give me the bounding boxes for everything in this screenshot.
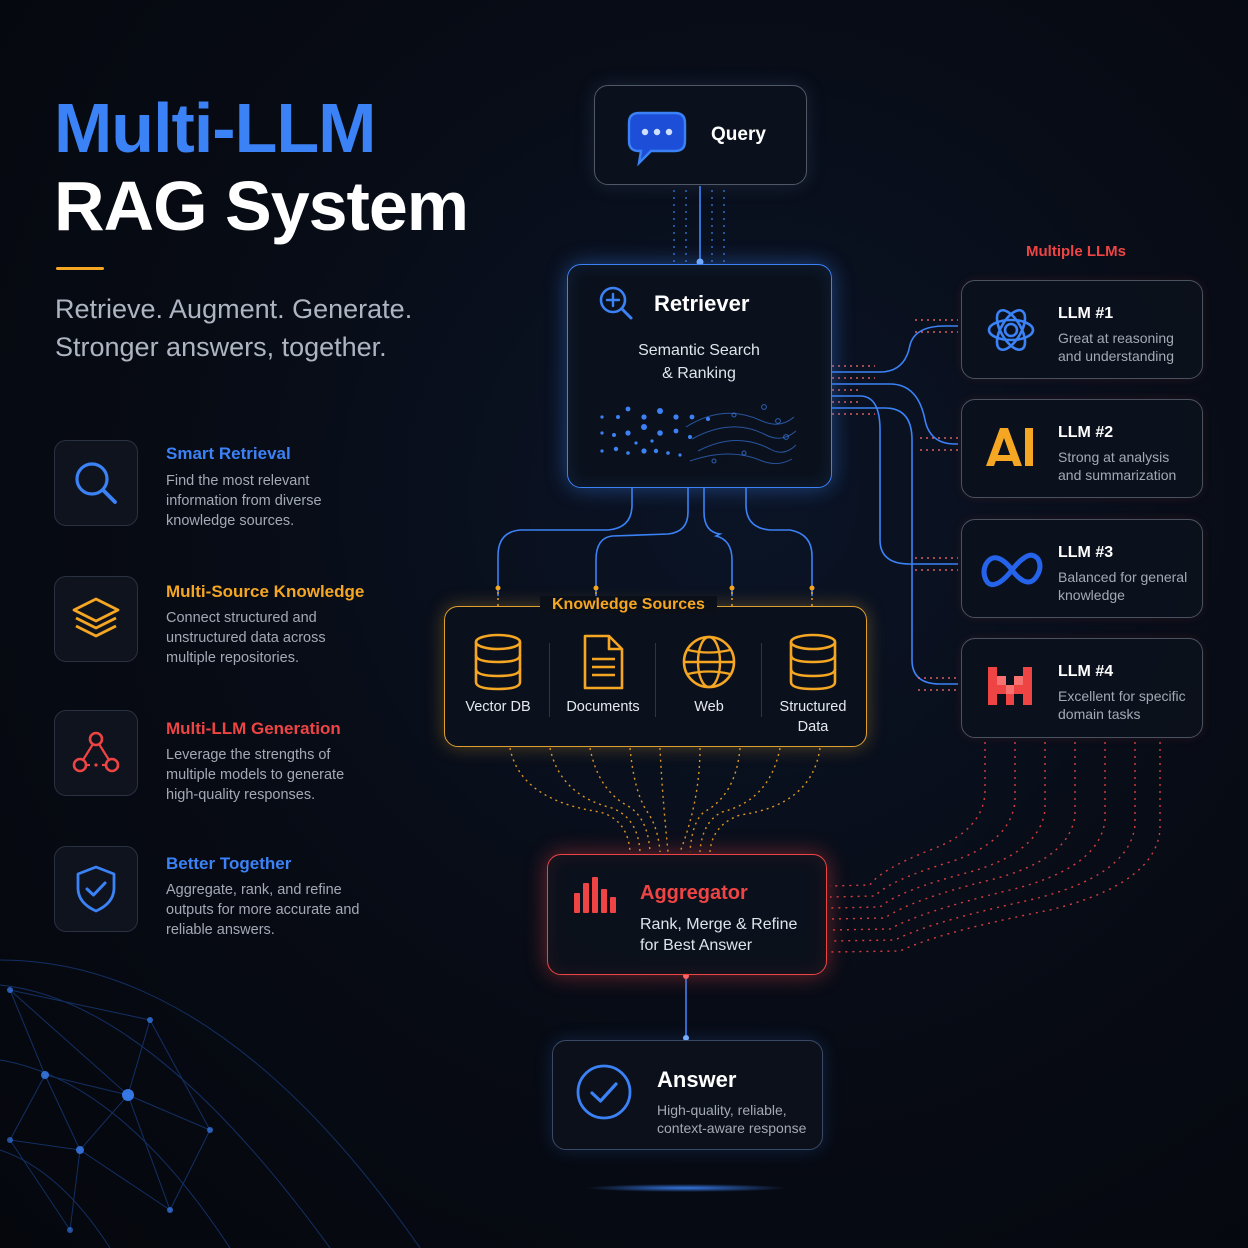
feature-better-together-tile bbox=[54, 846, 138, 932]
retriever-subtitle-1: Semantic Search bbox=[638, 342, 760, 359]
globe-nodes-decoration bbox=[7, 987, 213, 1233]
source-divider bbox=[655, 643, 656, 717]
check-circle-icon bbox=[576, 1064, 632, 1120]
feature-smart-retrieval-tile bbox=[54, 440, 138, 526]
feature-multi-llm-tile bbox=[54, 710, 138, 796]
aggregator-node: Aggregator Rank, Merge & Refine for Best… bbox=[547, 854, 827, 975]
retriever-to-llms-connector bbox=[832, 325, 958, 685]
tagline-line-2: Stronger answers, together. bbox=[55, 332, 387, 362]
title-line-1: Multi-LLM bbox=[54, 89, 376, 167]
database-icon bbox=[789, 633, 837, 691]
retriever-to-knowledge-connector bbox=[497, 488, 813, 596]
llm-3-name: LLM #3 bbox=[1058, 544, 1114, 561]
feature-multi-source-tile bbox=[54, 576, 138, 662]
answer-subtitle-2: context-aware response bbox=[657, 1120, 807, 1136]
semantic-points-decoration bbox=[600, 404, 797, 465]
answer-title: Answer bbox=[657, 1067, 737, 1092]
title-line-2: RAG System bbox=[54, 167, 469, 245]
llm-1-desc-2: and understanding bbox=[1058, 348, 1174, 364]
feature-better-together-desc: Aggregate, rank, and refine outputs for … bbox=[166, 882, 360, 938]
llm-card-3: LLM #3 Balanced for general knowledge bbox=[961, 519, 1203, 618]
document-icon bbox=[583, 634, 624, 690]
source-vector-db-label: Vector DB bbox=[465, 699, 531, 715]
globe-icon bbox=[682, 635, 736, 689]
meta-infinity-icon bbox=[981, 552, 1043, 588]
anthropic-ai-icon bbox=[986, 428, 1033, 466]
query-to-retriever-connector bbox=[673, 186, 725, 262]
retriever-subtitle-2: & Ranking bbox=[662, 365, 736, 382]
query-node: Query bbox=[594, 85, 807, 185]
llm-2-desc-1: Strong at analysis bbox=[1058, 449, 1170, 465]
feature-smart-retrieval-desc: Find the most relevant information from … bbox=[166, 473, 322, 529]
feature-better-together-title: Better Together bbox=[166, 854, 292, 873]
feature-multi-source-title: Multi-Source Knowledge bbox=[166, 582, 365, 601]
chat-bubble-icon bbox=[627, 111, 687, 167]
knowledge-sources-panel: Knowledge Sources Vector DB Documents bbox=[444, 596, 867, 747]
llm-1-name: LLM #1 bbox=[1058, 305, 1114, 322]
answer-glow-decoration bbox=[586, 1184, 786, 1192]
search-plus-icon bbox=[599, 286, 633, 320]
knowledge-sources-title: Knowledge Sources bbox=[540, 596, 717, 614]
source-structured-data-label-1: Structured bbox=[779, 699, 847, 715]
llm-2-desc-2: and summarization bbox=[1058, 467, 1177, 483]
aggregator-subtitle-2: for Best Answer bbox=[640, 937, 753, 954]
magnifier-icon bbox=[75, 462, 117, 504]
llm-3-desc-2: knowledge bbox=[1058, 587, 1125, 603]
llm-3-desc-1: Balanced for general bbox=[1058, 569, 1188, 585]
llms-heading: Multiple LLMs bbox=[1026, 243, 1126, 260]
llm-4-name: LLM #4 bbox=[1058, 663, 1114, 680]
knowledge-to-aggregator-connector bbox=[509, 747, 821, 853]
retriever-title: Retriever bbox=[654, 291, 750, 316]
source-divider bbox=[761, 643, 762, 717]
llm-4-desc-2: domain tasks bbox=[1058, 706, 1141, 722]
answer-subtitle-1: High-quality, reliable, bbox=[657, 1102, 787, 1118]
source-documents-label: Documents bbox=[566, 699, 640, 715]
llm-card-1: LLM #1 Great at reasoning and understand… bbox=[961, 280, 1203, 379]
llms-to-aggregator-connector bbox=[829, 742, 1161, 953]
globe-network-decoration bbox=[0, 959, 421, 1248]
llm-2-name: LLM #2 bbox=[1058, 424, 1114, 441]
openai-knot-icon bbox=[987, 309, 1035, 351]
llm-card-4: LLM #4 Excellent for specific domain tas… bbox=[961, 638, 1203, 738]
retriever-node: Retriever Semantic Search & Ranking bbox=[567, 264, 832, 488]
feature-multi-llm-title: Multi-LLM Generation bbox=[166, 719, 341, 738]
title-underline bbox=[56, 267, 104, 270]
tagline-line-1: Retrieve. Augment. Generate. bbox=[55, 294, 413, 324]
query-label: Query bbox=[711, 124, 766, 145]
llm-1-desc-1: Great at reasoning bbox=[1058, 330, 1174, 346]
mistral-m-icon bbox=[988, 667, 1032, 705]
feature-multi-source-desc: Connect structured and unstructured data… bbox=[166, 610, 326, 666]
source-web-label: Web bbox=[694, 699, 724, 715]
source-structured-data-label-2: Data bbox=[797, 719, 829, 735]
feature-multi-llm-desc: Leverage the strengths of multiple model… bbox=[166, 747, 345, 803]
llm-card-2: LLM #2 Strong at analysis and summarizat… bbox=[961, 399, 1203, 498]
shield-check-icon bbox=[76, 865, 116, 913]
database-icon bbox=[474, 633, 522, 691]
aggregator-subtitle-1: Rank, Merge & Refine bbox=[640, 916, 798, 933]
bar-chart-icon bbox=[574, 877, 616, 913]
llm-4-desc-1: Excellent for specific bbox=[1058, 688, 1186, 704]
aggregator-title: Aggregator bbox=[640, 882, 748, 904]
answer-node: Answer High-quality, reliable, context-a… bbox=[552, 1040, 823, 1150]
layers-icon bbox=[72, 597, 120, 638]
source-divider bbox=[549, 643, 550, 717]
network-nodes-icon bbox=[72, 731, 120, 773]
feature-smart-retrieval-title: Smart Retrieval bbox=[166, 444, 291, 463]
